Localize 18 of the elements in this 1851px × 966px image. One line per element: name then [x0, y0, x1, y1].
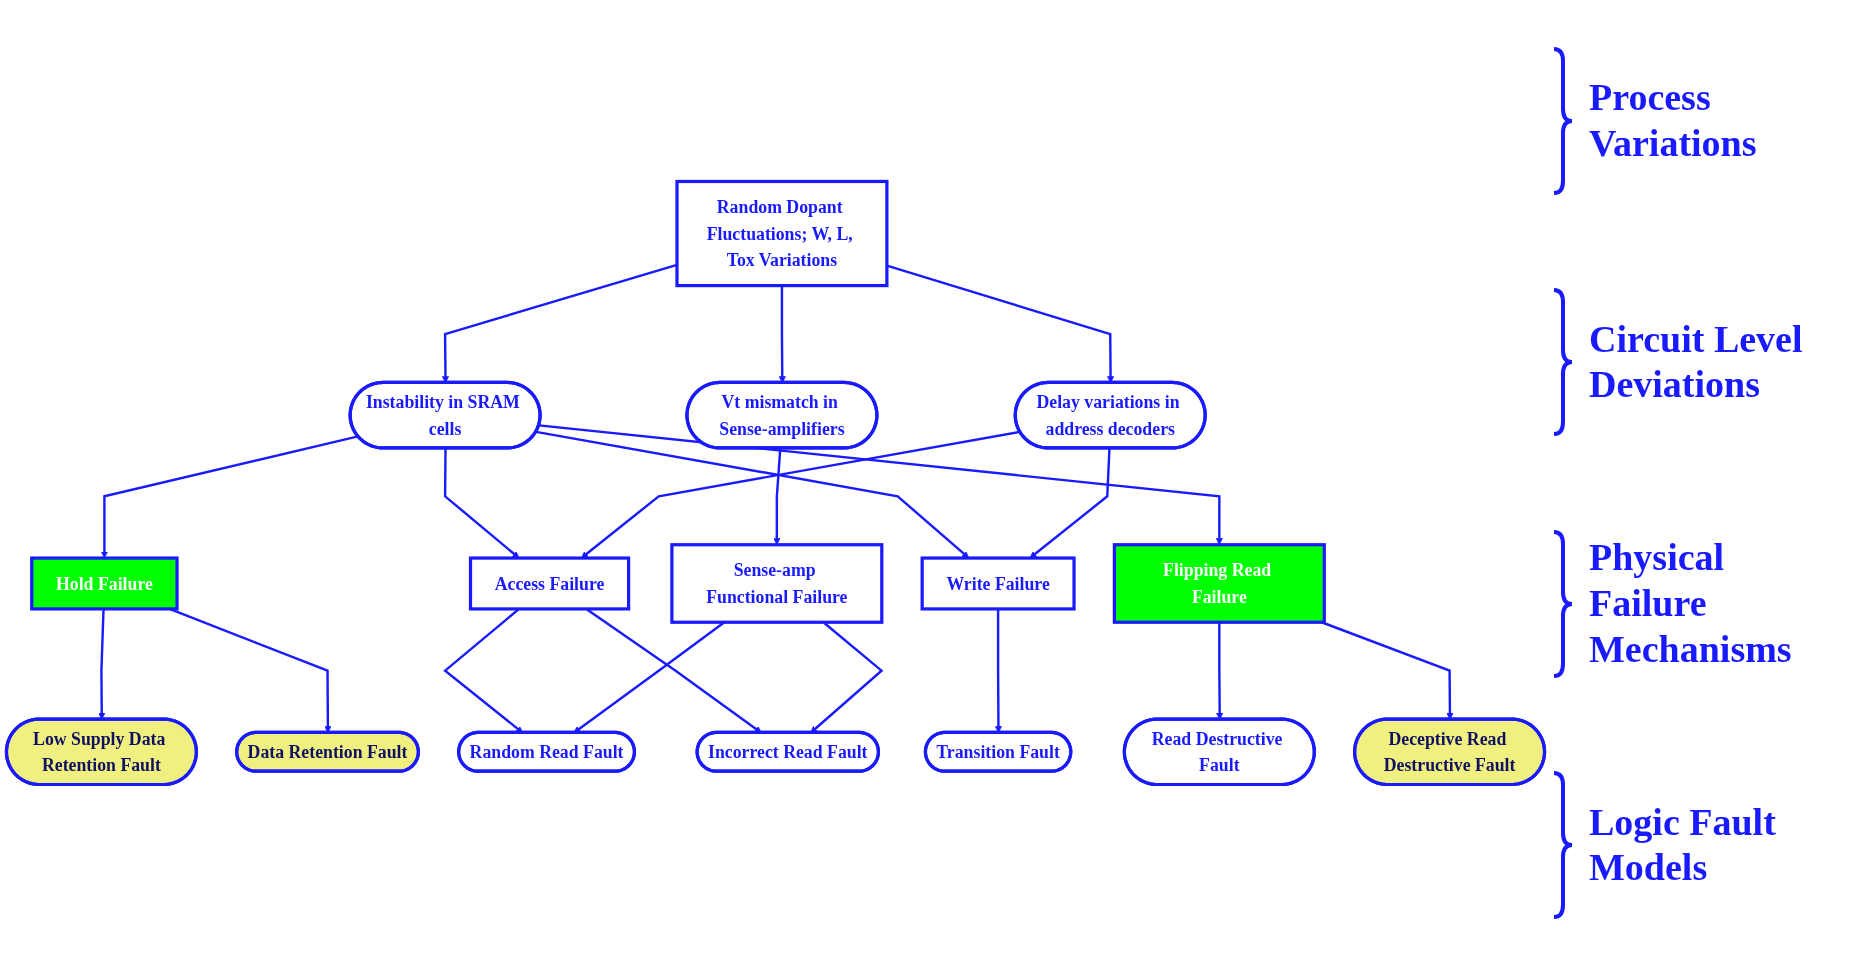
tier-label: Physical Failure Mechanisms	[1589, 535, 1793, 672]
tier-label: Circuit Level Deviations	[1589, 316, 1804, 408]
arrow	[535, 430, 970, 559]
node-box: Flipping Read Failure	[1112, 543, 1326, 624]
arrow	[1321, 621, 1454, 720]
arrow	[1029, 448, 1111, 559]
node-box: Hold Failure	[30, 556, 179, 611]
arrow	[100, 435, 359, 559]
tier-label: Logic Fault Models	[1589, 799, 1777, 891]
arrow	[443, 448, 520, 559]
node-box: Random Dopant Fluctuations; W, L, Tox Variations	[675, 179, 889, 288]
arrow	[1216, 622, 1224, 720]
arrow	[98, 608, 106, 720]
node-box: Sense-amp Functional Failure	[670, 543, 884, 624]
tier-label: Process Variations	[1589, 75, 1758, 166]
node-box: Access Failure	[468, 556, 631, 611]
arrow	[581, 430, 1021, 559]
node-box: Write Failure	[920, 556, 1076, 611]
